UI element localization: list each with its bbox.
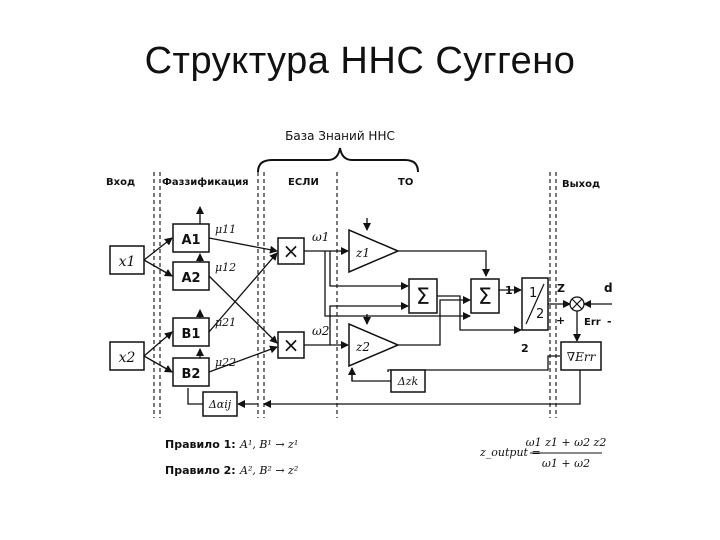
fuzzy-set-b2-label: B2 (182, 367, 201, 382)
formula-lhs: z_output = (479, 446, 541, 459)
fuzzy-set-a1: A1 (172, 223, 210, 253)
product-node-2: × (277, 331, 305, 359)
gradient-box: ∇Err (560, 341, 602, 371)
product-node-1: × (277, 237, 305, 265)
membership-mu11: μ11 (215, 223, 236, 236)
sum-node-weighted-symbol: Σ (478, 285, 492, 310)
output-d-label: d (604, 281, 613, 295)
rules: Правило 1: A¹, B¹ → z¹ Правило 2: A², B²… (165, 438, 298, 477)
delta-alpha-label: Δαij (208, 398, 232, 411)
fuzzy-set-a1-label: A1 (181, 233, 200, 248)
input-x1-label: x1 (119, 254, 136, 270)
product-node-1-symbol: × (283, 239, 300, 263)
product-outputs (304, 247, 471, 349)
divider-input-1: 1 (505, 284, 513, 297)
membership-mu12: μ12 (215, 261, 236, 274)
divider-denominator: 2 (536, 307, 544, 322)
membership-mu22: μ22 (215, 356, 236, 369)
rule-2-expr: A², B² → z² (239, 464, 298, 477)
fuzzy-set-b1-label: B1 (182, 327, 201, 342)
error-comparator (569, 296, 585, 312)
column-header-fuzzification: Фаззификация (162, 176, 249, 188)
formula-denominator: ω1 + ω2 (542, 457, 590, 470)
fuzzy-set-b1: B1 (172, 317, 210, 347)
fuzzy-set-a2: A2 (172, 261, 210, 291)
input-connectors (143, 237, 173, 373)
column-header-input: Вход (106, 177, 135, 188)
delta-z-feedback (348, 367, 391, 382)
knowledge-base-label: База Знаний ННС (285, 129, 395, 143)
output-err-label: Err (584, 317, 601, 328)
output-minus-label: - (607, 315, 612, 328)
consequent-z1-label: z1 (355, 246, 370, 260)
delta-z-box: Δzk (390, 369, 426, 393)
formula-numerator: ω1 z1 + ω2 z2 (526, 436, 607, 449)
sum-node-weights-symbol: Σ (416, 285, 430, 310)
output-z-label: Z (557, 282, 565, 295)
rule-1-label: Правило 1: (165, 438, 236, 451)
rule-2-label: Правило 2: (165, 464, 236, 477)
output-plus-label: + (556, 314, 565, 327)
consequent-z2: z2 (348, 322, 400, 368)
column-header-then: ТО (398, 177, 413, 188)
weight-omega2: ω2 (312, 324, 329, 338)
input-x2-label: x2 (119, 350, 136, 366)
delta-alpha-feedback (187, 388, 258, 408)
slide-title: Структура ННС Суггено (144, 40, 576, 82)
output-connectors (263, 300, 612, 408)
gradient-label: ∇Err (567, 350, 597, 364)
delta-alpha-box: Δαij (202, 391, 238, 417)
consequent-z1: z1 (348, 228, 400, 274)
column-header-if: ЕСЛИ (288, 177, 319, 188)
divider-input-2: 2 (521, 342, 529, 355)
output-formula: z_output = ω1 z1 + ω2 z2 ω1 + ω2 (479, 436, 606, 470)
fuzzy-set-b2: B2 (172, 357, 210, 387)
membership-connectors (208, 237, 278, 373)
rule-1-expr: A¹, B¹ → z¹ (239, 438, 298, 451)
sum-to-divider (437, 286, 522, 334)
divider-numerator: 1 (529, 286, 537, 301)
consequent-outputs (363, 218, 490, 346)
column-header-output: Выход (562, 179, 600, 190)
weight-omega1: ω1 (312, 230, 329, 244)
divider-node: 1 2 (521, 277, 549, 331)
membership-mu21: μ21 (215, 316, 236, 329)
input-x1-box: x1 (109, 245, 145, 275)
fuzzy-set-a2-label: A2 (181, 271, 200, 286)
column-separators (153, 172, 557, 418)
consequent-z2-label: z2 (355, 340, 370, 354)
input-x2-box: x2 (109, 341, 145, 371)
sum-node-weights: Σ (408, 278, 438, 314)
knowledge-base-brace (257, 147, 419, 173)
sum-node-weighted: Σ (470, 278, 500, 314)
delta-z-label: Δzk (397, 375, 419, 388)
product-node-2-symbol: × (283, 333, 300, 357)
